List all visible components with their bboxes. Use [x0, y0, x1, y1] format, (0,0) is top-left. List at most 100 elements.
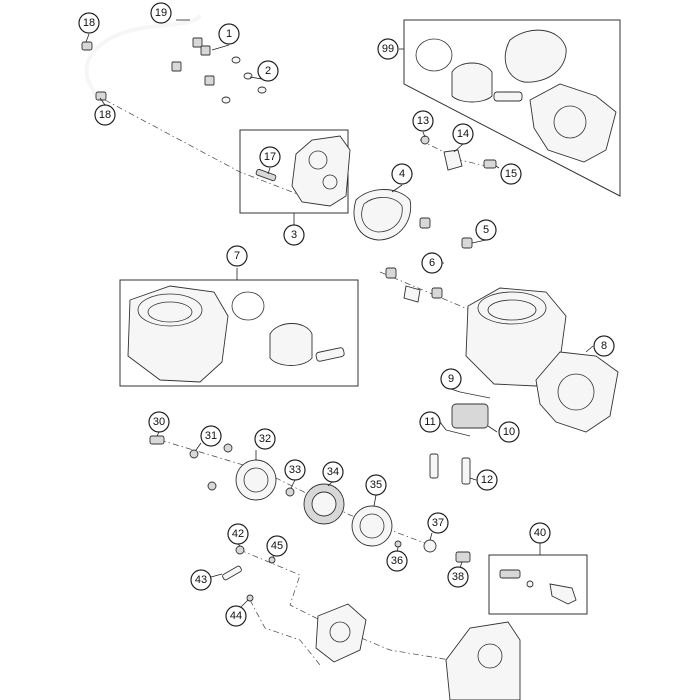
callout-37: 37 — [427, 512, 449, 534]
callout-17: 17 — [259, 146, 281, 168]
callout-number: 13 — [417, 115, 429, 127]
cylinder-assembly-block — [127, 285, 229, 383]
callout-number: 45 — [271, 540, 283, 552]
cylinder-assembly-pin — [315, 347, 345, 362]
callout-number: 30 — [153, 416, 165, 428]
cylinder-assembly-ring — [231, 291, 265, 321]
cover-32 — [235, 459, 277, 501]
callout-10: 10 — [498, 421, 520, 443]
axis-line-18 — [104, 99, 301, 196]
screw-45 — [268, 556, 276, 564]
callout-3: 3 — [283, 224, 305, 246]
washer-44 — [246, 594, 254, 602]
callout-circle — [259, 146, 281, 168]
sensor-15 — [483, 159, 497, 169]
callout-circle — [447, 566, 469, 588]
callout-30: 30 — [148, 411, 170, 433]
cylinder-nut-5 — [461, 237, 473, 249]
callout-circle — [322, 461, 344, 483]
callout-circle — [498, 421, 520, 443]
callout-7: 7 — [226, 245, 248, 267]
callout-circle — [593, 335, 615, 357]
callout-circle — [226, 245, 248, 267]
callout-6: 6 — [421, 252, 443, 274]
kit-piston — [451, 62, 493, 103]
kit-base-gasket — [504, 29, 567, 83]
callout-circle — [254, 428, 276, 450]
pin-9 — [459, 391, 491, 399]
stud-12a — [429, 453, 439, 479]
callout-number: 34 — [327, 466, 339, 478]
callout-18-b: 18 — [94, 104, 116, 126]
callout-number: 6 — [429, 257, 435, 269]
washer-31b — [223, 443, 233, 453]
callout-circle — [365, 474, 387, 496]
callout-number: 36 — [391, 555, 403, 567]
callout-33: 33 — [284, 459, 306, 481]
stud-12b — [461, 457, 471, 485]
callout-circle — [377, 38, 399, 60]
callout-43: 43 — [190, 569, 212, 591]
callout-circle — [419, 411, 441, 433]
callout-number: 99 — [382, 43, 394, 55]
valve-kit-40b — [526, 580, 534, 588]
callout-4: 4 — [391, 163, 413, 185]
callout-number: 31 — [205, 430, 217, 442]
sensor-screw-13 — [420, 135, 430, 145]
screw-43 — [222, 565, 242, 581]
callout-number: 42 — [232, 528, 244, 540]
callout-number: 8 — [601, 340, 607, 352]
kit-piston-pin — [493, 91, 523, 102]
callout-40: 40 — [529, 522, 551, 544]
callout-circle — [440, 368, 462, 390]
callout-circle — [391, 163, 413, 185]
callout-circle — [218, 23, 240, 45]
callout-circle — [225, 605, 247, 627]
callout-38: 38 — [447, 566, 469, 588]
screw-set-1 — [171, 37, 215, 86]
spark-plug — [255, 168, 277, 182]
callout-number: 37 — [432, 517, 444, 529]
callout-circle — [94, 104, 116, 126]
hose-clamp-top — [81, 41, 93, 51]
housing-35 — [351, 505, 393, 547]
callout-circle — [283, 224, 305, 246]
group-frame-99 — [403, 19, 621, 197]
valve-kit-40a — [499, 569, 521, 579]
callout-45: 45 — [266, 535, 288, 557]
bracket-6 — [403, 285, 421, 303]
callout-circle — [427, 512, 449, 534]
callout-number: 2 — [265, 65, 271, 77]
sensor-holder-14 — [443, 149, 463, 171]
callout-circle — [500, 163, 522, 185]
bearing-cage-10 — [451, 403, 489, 429]
callout-circle — [227, 523, 249, 545]
axis-line-lower — [239, 549, 451, 661]
cylinder-head-lower — [445, 621, 521, 700]
cylinder-assembly-piston — [269, 323, 313, 366]
callout-31: 31 — [200, 425, 222, 447]
callout-circle — [200, 425, 222, 447]
cylinder-base-gasket — [535, 351, 619, 433]
callout-circle — [421, 252, 443, 274]
kit-ring-seal — [415, 38, 453, 72]
callout-circle — [284, 459, 306, 481]
callout-circle — [190, 569, 212, 591]
callout-number: 19 — [155, 7, 167, 19]
lower-housing — [315, 603, 367, 663]
callout-number: 1 — [226, 28, 232, 40]
plug-33 — [285, 487, 295, 497]
callout-18: 18 — [78, 12, 100, 34]
cylinder-nut-5d — [431, 287, 443, 299]
callout-number: 14 — [457, 128, 469, 140]
callout-36: 36 — [386, 550, 408, 572]
callout-number: 17 — [264, 151, 276, 163]
callout-number: 3 — [291, 229, 297, 241]
head-gasket — [353, 189, 412, 241]
callout-number: 10 — [503, 426, 515, 438]
screw-36 — [394, 540, 402, 548]
callout-circle — [412, 110, 434, 132]
callout-circle — [78, 12, 100, 34]
callout-34: 34 — [322, 461, 344, 483]
